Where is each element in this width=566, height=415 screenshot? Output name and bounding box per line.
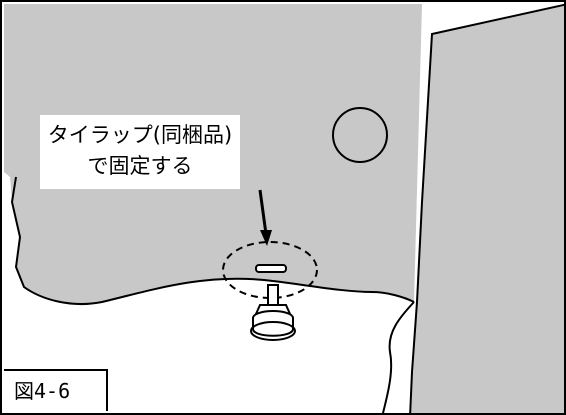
- adjuster-foot-base: [250, 321, 296, 341]
- adjuster-shaft: [267, 284, 279, 306]
- callout-line-1: タイラップ(同梱品): [47, 123, 233, 147]
- adjuster-foot-body: [252, 318, 294, 337]
- base-outline: [381, 301, 415, 413]
- callout-arrow-head: [260, 230, 272, 246]
- chassis-outline: [10, 176, 415, 305]
- highlight-ellipse: [222, 241, 318, 299]
- callout-line-2: で固定する: [87, 154, 193, 178]
- callout-text-box: タイラップ(同梱品) で固定する: [40, 115, 240, 189]
- tie-wrap-slot: [255, 264, 287, 273]
- side-panel: [409, 3, 564, 413]
- callout-arrow-line: [258, 189, 268, 235]
- round-hole: [332, 107, 388, 163]
- figure-label: 図4-6: [4, 369, 108, 411]
